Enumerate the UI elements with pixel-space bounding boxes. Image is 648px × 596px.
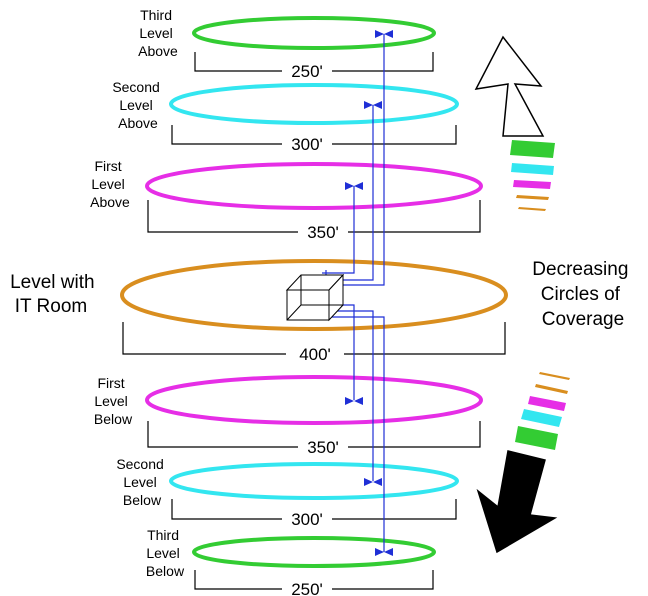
level-ellipse-third-above: [192, 16, 436, 50]
dimension-first-below: 350': [307, 438, 339, 457]
level-label-it-room: Level with IT Room: [10, 272, 100, 317]
up-color-bars: [510, 140, 555, 211]
dimension-first-above: 350': [307, 223, 339, 242]
dimension-it-room: 400': [299, 345, 331, 364]
dimension-third-below: 250': [291, 580, 323, 596]
level-ellipse-first-above: [145, 162, 483, 210]
level-ellipse-first-below: [145, 375, 483, 425]
antenna-icon: [375, 30, 393, 38]
antenna-icon: [345, 397, 363, 405]
antenna-icon: [345, 182, 363, 190]
up-arrow-icon: [474, 35, 545, 137]
down-color-bars: [515, 372, 570, 450]
cable-second-above: [320, 105, 374, 281]
antenna-icon: [364, 478, 382, 486]
level-label-first-below: First Level Below: [94, 375, 133, 427]
level-ellipse-third-below: [192, 536, 436, 568]
level-label-second-below: Second Level Below: [116, 456, 167, 508]
level-label-second-above: Second Level Above: [112, 79, 163, 131]
antenna-icon: [364, 101, 382, 109]
antenna-icon: [375, 548, 393, 556]
level-ellipse-second-below: [169, 462, 459, 500]
cable-third-below: [322, 316, 385, 552]
level-ellipse-it-room: [120, 259, 508, 331]
coverage-caption: Decreasing Circles of Coverage: [532, 259, 633, 330]
cable-first-above: [322, 186, 355, 274]
it-room-box-icon: [285, 273, 345, 322]
dimension-second-below: 300': [291, 510, 323, 529]
down-arrow-icon: [476, 450, 558, 554]
level-ellipse-second-above: [169, 83, 459, 125]
cable-second-below: [322, 310, 374, 481]
level-label-third-above: Third Level Above: [138, 7, 178, 59]
dimension-third-above: 250': [291, 62, 323, 81]
antenna-icons: [345, 30, 393, 556]
dimension-second-above: 300': [291, 135, 323, 154]
level-label-third-below: Third Level Below: [146, 527, 185, 579]
level-label-first-above: First Level Above: [90, 158, 130, 210]
